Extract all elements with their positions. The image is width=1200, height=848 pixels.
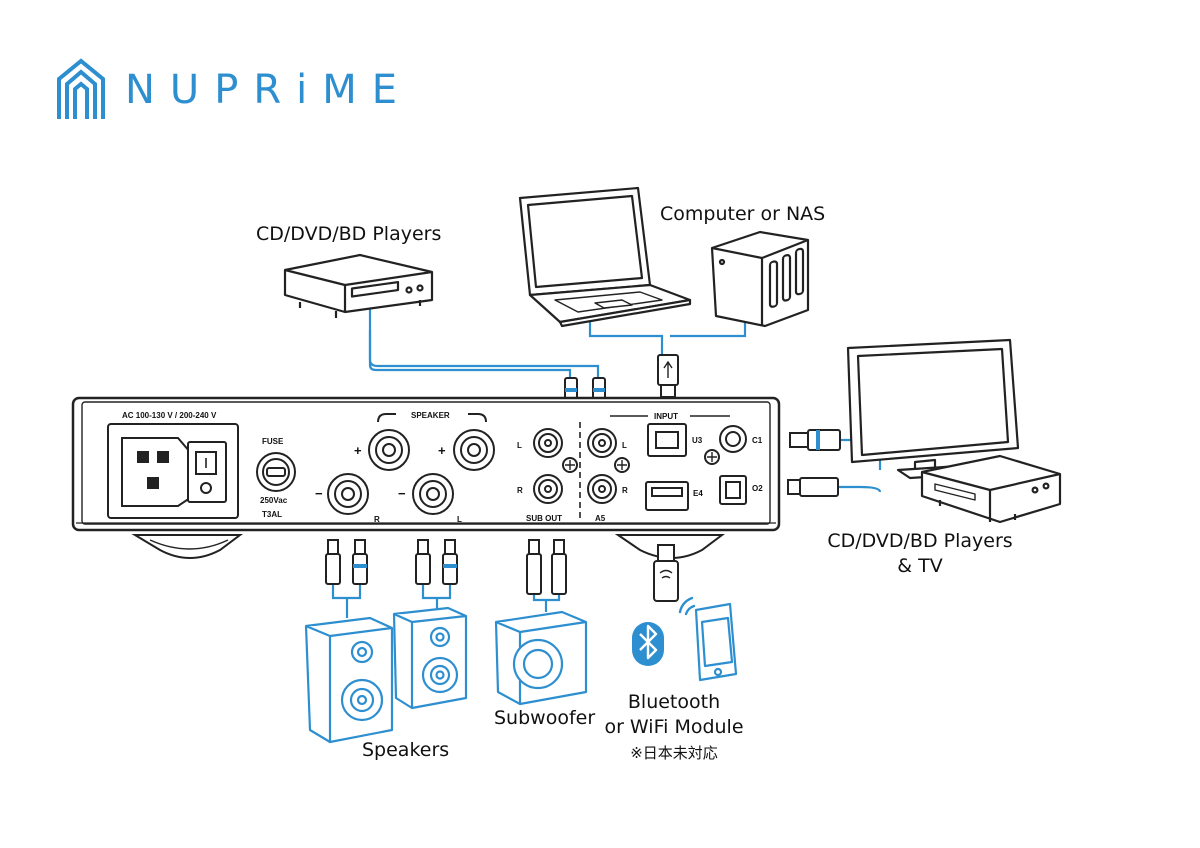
smartphone-icon — [694, 602, 738, 682]
cd-player-right — [920, 454, 1062, 524]
plus-sign-left: + — [438, 443, 446, 458]
speaker-right — [392, 606, 468, 710]
tv — [846, 338, 1020, 480]
cable-speaker-2 — [421, 585, 452, 600]
amplifier-rear-panel — [71, 396, 781, 559]
speaker-left — [304, 616, 394, 744]
a5-left-label: L — [622, 441, 627, 450]
module-label-line2: or WiFi Module — [604, 716, 744, 738]
a5-label: A5 — [595, 514, 606, 523]
cd-player-right-label-line2: & TV — [897, 555, 943, 577]
panel-labels: AC 100-130 V / 200-240 V FUSE 250Vac T3A… — [122, 411, 763, 524]
speakers-label: Speakers — [362, 739, 450, 761]
module-note: ※日本未対応 — [630, 744, 718, 762]
subwoofer — [494, 610, 588, 706]
bluetooth-icon — [632, 622, 664, 666]
cable-cd-to-input-right — [368, 330, 600, 378]
brand-logo: NUPRiME — [55, 55, 412, 125]
fuse-label: FUSE — [262, 437, 284, 446]
wifi-icon — [678, 596, 696, 616]
speaker-terminals — [327, 413, 495, 515]
usb-connector — [657, 354, 679, 398]
cable-subwoofer — [532, 595, 561, 602]
speaker-label: SPEAKER — [411, 411, 450, 420]
c1-label: C1 — [752, 436, 763, 445]
digital-inputs — [645, 423, 747, 511]
fuse-type-label: T3AL — [262, 510, 282, 519]
fuse-rating-label: 250Vac — [260, 496, 288, 505]
cable-speaker-1 — [331, 585, 362, 600]
computer-label: Computer or NAS — [660, 203, 826, 225]
nas-device — [710, 230, 810, 328]
cable-optical-to-cd — [838, 485, 882, 493]
nuprime-logo-icon — [57, 58, 105, 119]
power-inlet — [107, 423, 239, 519]
usb-module — [653, 544, 679, 602]
u3-label: U3 — [692, 436, 703, 445]
speaker-left-channel-label: L — [457, 515, 462, 524]
minus-sign-left: − — [398, 486, 406, 501]
right-plugs — [787, 429, 841, 497]
o2-label: O2 — [752, 484, 763, 493]
input-label: INPUT — [654, 412, 678, 421]
sub-out-label: SUB OUT — [526, 514, 562, 523]
cable-nas-to-usb — [670, 320, 747, 338]
brand-name: NUPRiME — [125, 67, 413, 113]
laptop — [518, 186, 692, 328]
cd-player-right-label-line1: CD/DVD/BD Players — [827, 530, 1013, 552]
rca-plugs-output — [325, 539, 567, 595]
sub-out-right-label: R — [517, 486, 523, 495]
plus-sign-right: + — [354, 443, 362, 458]
cd-player-top-label: CD/DVD/BD Players — [256, 223, 442, 245]
e4-label: E4 — [693, 489, 703, 498]
power-rating-label: AC 100-130 V / 200-240 V — [122, 411, 217, 420]
module-label-line1: Bluetooth — [627, 691, 721, 713]
minus-sign-right: − — [315, 486, 323, 501]
cable-laptop-to-usb — [588, 322, 664, 355]
sub-out-left-label: L — [517, 441, 522, 450]
fuse-holder — [256, 452, 296, 492]
rca-jacks — [533, 415, 730, 520]
cable-cd-to-input-left — [368, 308, 572, 378]
subwoofer-label: Subwoofer — [494, 707, 596, 729]
cd-player-top — [283, 253, 434, 318]
speaker-right-channel-label: R — [374, 515, 380, 524]
a5-right-label: R — [622, 486, 628, 495]
